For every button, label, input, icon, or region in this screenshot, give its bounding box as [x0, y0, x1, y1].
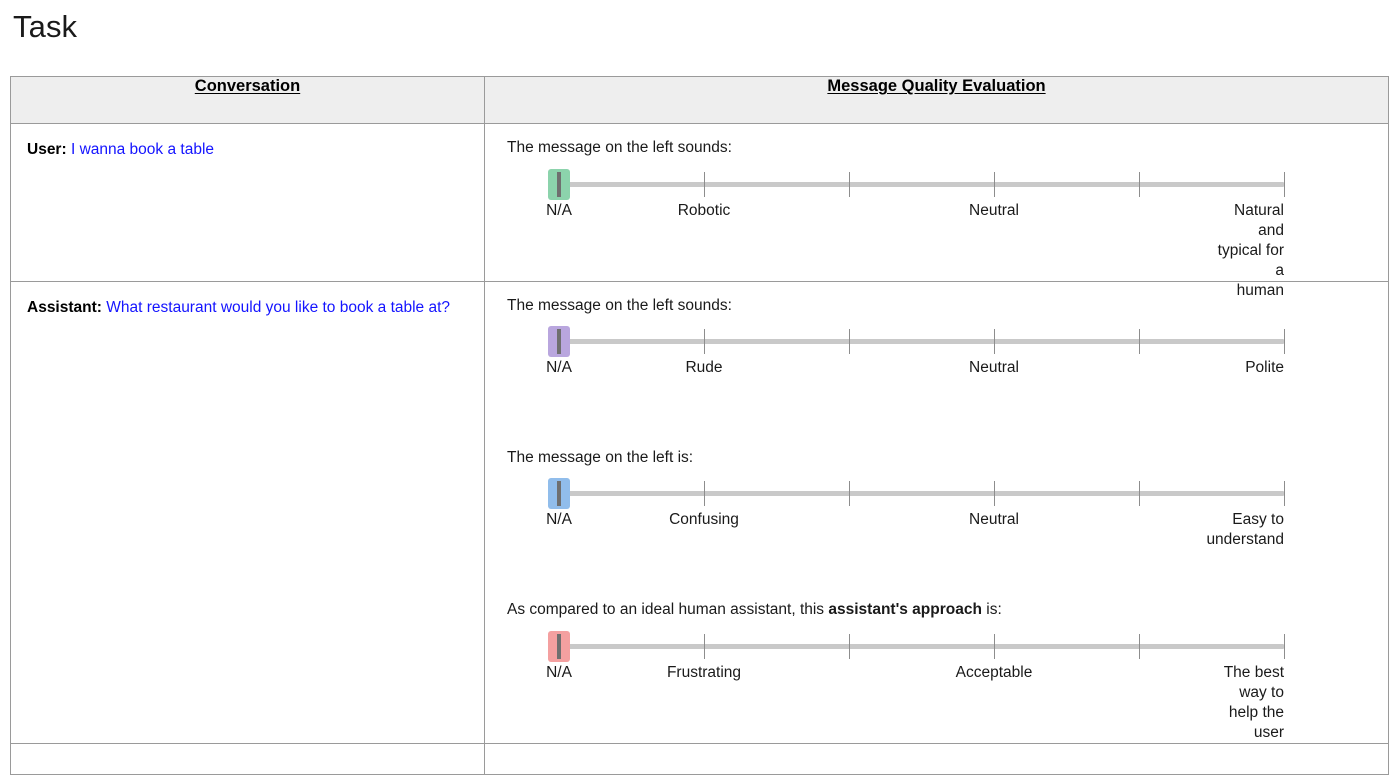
column-header-evaluation-label: Message Quality Evaluation — [827, 77, 1046, 96]
header-row: Conversation Message Quality Evaluation — [10, 76, 1389, 125]
slider-tick — [1284, 633, 1285, 659]
conversation-cell: User: I wanna book a table — [10, 123, 485, 282]
conversation-cell — [10, 742, 485, 775]
slider-tick-label: Frustrating — [666, 663, 742, 681]
slider-label-row: N/A Robotic Neutral Natural and typical for… — [546, 201, 1359, 300]
slider-tick-label: The best way to help the user — [1223, 663, 1284, 742]
slider-tick-label: Natural and typical for a human — [1217, 201, 1284, 300]
scale-prompt: As compared to an ideal human assistant,… — [507, 600, 1388, 619]
scale-prompt-pre: As compared to an ideal human assistant,… — [507, 601, 829, 619]
slider-tick — [994, 171, 995, 197]
conversation-cell: Assistant: What restaurant would you lik… — [10, 280, 485, 744]
scale-prompt-emphasis: assistant's approach — [828, 601, 982, 619]
slider-track-area[interactable] — [548, 630, 1359, 662]
slider-tick-label: N/A — [546, 511, 572, 529]
slider-tick — [704, 633, 705, 659]
scale-widget: The message on the left sounds: N/A Roboti… — [485, 138, 1388, 300]
page-title: Task — [13, 9, 78, 44]
slider-label-row: N/A Confusing Neutral Easy to understand — [546, 510, 1359, 574]
slider-tick — [994, 481, 995, 507]
slider-tick — [1284, 481, 1285, 507]
slider-label-row: N/A Frustrating Acceptable The best way to … — [546, 663, 1359, 741]
message-speaker: Assistant: — [27, 298, 102, 316]
slider-tick-label: Easy to understand — [1206, 511, 1284, 549]
page-root: Task Conversation Message Quality Evalua… — [0, 8, 1398, 775]
slider-tick — [1139, 481, 1140, 507]
slider-tick — [704, 171, 705, 197]
slider-tick — [994, 633, 995, 659]
slider-tick-label: Neutral — [969, 358, 1019, 376]
message-text: What restaurant would you like to book a… — [106, 298, 451, 316]
slider-tick-label: N/A — [546, 663, 572, 681]
table-row: Assistant: What restaurant would you lik… — [10, 280, 1389, 744]
slider-tick-label: Confusing — [669, 511, 739, 529]
evaluation-cell: The message on the left sounds: N/A Roboti… — [484, 123, 1389, 300]
slider-label-row: N/A Rude Neutral Polite — [546, 358, 1359, 422]
scale-prompt: The message on the left sounds: — [507, 296, 732, 314]
column-header-conversation-label: Conversation — [194, 77, 301, 96]
scale-prompt-post: is: — [981, 601, 1002, 619]
slider-handle[interactable] — [548, 630, 570, 662]
slider-tick-label: Robotic — [677, 201, 731, 219]
scale-widget: As compared to an ideal human assistant,… — [485, 600, 1388, 741]
slider-tick — [1139, 328, 1140, 354]
slider-tick — [1139, 171, 1140, 197]
slider-tick — [849, 171, 850, 197]
slider-handle[interactable] — [548, 325, 570, 357]
evaluation-cell — [484, 742, 1389, 775]
slider-handle[interactable] — [548, 478, 570, 510]
slider-tick-label: Polite — [1245, 358, 1284, 376]
slider-tick — [849, 328, 850, 354]
slider-tick — [1284, 171, 1285, 197]
slider-tick — [849, 633, 850, 659]
slider-tick-label: N/A — [546, 358, 572, 376]
message-text: I wanna book a table — [70, 141, 215, 159]
slider-handle[interactable] — [548, 168, 570, 200]
table-row — [10, 742, 1389, 775]
slider-tick-label: Rude — [685, 358, 723, 376]
table-header: Conversation Message Quality Evaluation — [10, 76, 1389, 125]
slider-tick — [994, 328, 995, 354]
slider-tick-label: N/A — [546, 201, 572, 219]
slider-tick — [704, 328, 705, 354]
column-header-evaluation: Message Quality Evaluation — [484, 76, 1389, 125]
slider-track[interactable] — [559, 491, 1284, 497]
slider-track[interactable] — [559, 181, 1284, 187]
slider-track-area[interactable] — [548, 168, 1359, 200]
slider-track[interactable] — [559, 338, 1284, 344]
slider-tick — [849, 481, 850, 507]
message-speaker: User: — [27, 141, 67, 159]
scale-prompt: The message on the left sounds: — [507, 139, 732, 157]
evaluation-table: Conversation Message Quality Evaluation … — [10, 76, 1389, 775]
scale-widget: The message on the left sounds: N/A Rude Ne… — [485, 296, 1388, 422]
slider-tick — [1139, 633, 1140, 659]
slider-tick-label: Neutral — [969, 511, 1019, 529]
slider-tick — [1284, 328, 1285, 354]
slider-tick-label: Acceptable — [955, 663, 1033, 681]
slider-track[interactable] — [559, 643, 1284, 649]
slider-tick — [704, 481, 705, 507]
slider-tick-label: Neutral — [969, 201, 1019, 219]
slider-track-area[interactable] — [548, 325, 1359, 357]
slider-track-area[interactable] — [548, 478, 1359, 510]
column-header-conversation: Conversation — [10, 76, 485, 125]
scale-prompt: The message on the left is: — [507, 448, 694, 466]
